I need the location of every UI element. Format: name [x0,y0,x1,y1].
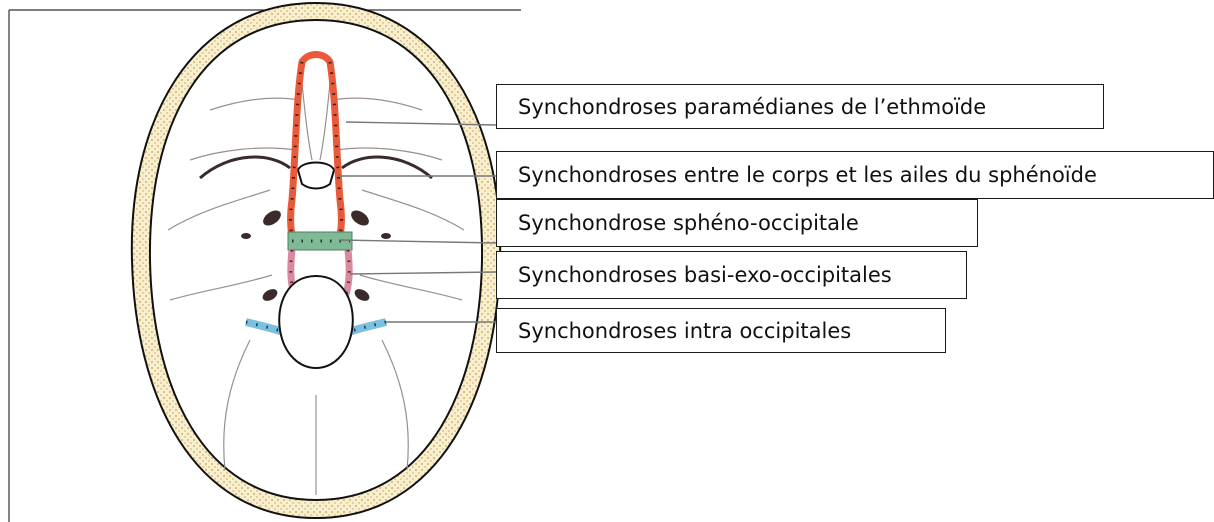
label-basi-exo-occipital: Synchondroses basi-exo-occipitales [496,251,967,299]
skull-base-illustration [132,3,500,518]
label-text: Synchondroses intra occipitales [518,319,851,343]
label-spheno-occipital: Synchondrose sphéno-occipitale [496,199,978,247]
label-text: Synchondrose sphéno-occipitale [518,211,859,235]
label-text: Synchondroses entre le corps et les aile… [518,163,1097,187]
label-ethmoid-paramedian: Synchondroses paramédianes de l’ethmoïde [496,84,1104,129]
sella-turcica [298,163,334,189]
label-sphenoid-body-wings: Synchondroses entre le corps et les aile… [496,151,1214,199]
foramen-magnum [279,276,353,368]
label-intra-occipital: Synchondroses intra occipitales [496,308,946,353]
spheno-occipital-synchondrosis [288,232,352,250]
label-text: Synchondroses paramédianes de l’ethmoïde [518,95,986,119]
label-text: Synchondroses basi-exo-occipitales [518,263,892,287]
